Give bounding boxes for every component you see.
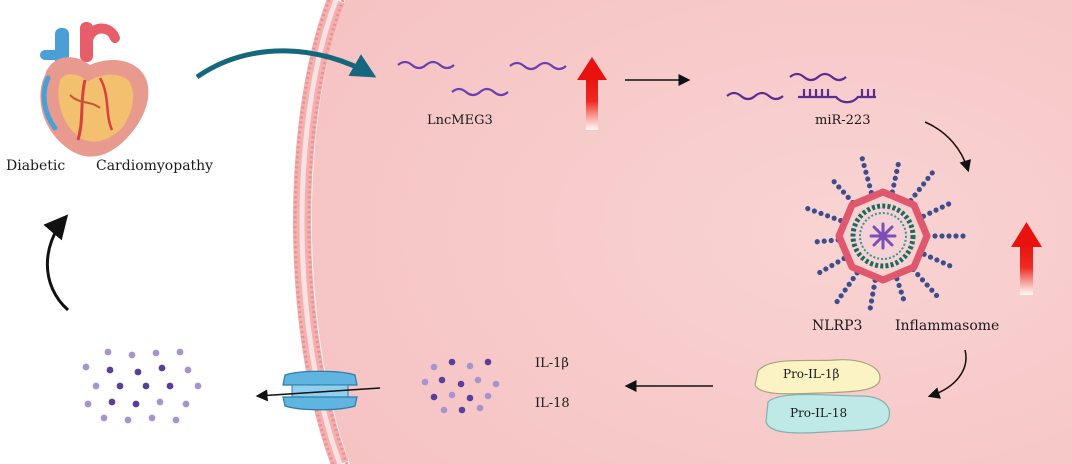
- pro-il18-blob: [765, 393, 890, 434]
- arrow-feedback: [43, 214, 69, 312]
- cytokine-cluster-icon: [82, 348, 202, 424]
- label-mir223: miR-223: [815, 113, 871, 128]
- label-il1b: IL-1β: [535, 356, 569, 371]
- label-pro-il1b: Pro-IL-1β: [783, 367, 840, 381]
- label-nlrp3: NLRP3: [812, 318, 863, 334]
- lncmeg3-rna-icon: [397, 60, 567, 97]
- arrow-nlrp3-to-proil: [927, 349, 967, 399]
- entry-arrow: [195, 48, 377, 80]
- label-diabetic: Diabetic: [6, 158, 66, 174]
- up-arrow-icon: [577, 57, 607, 130]
- ion-channel-icon: [282, 370, 358, 411]
- mir223-icon: [726, 72, 876, 104]
- arrow-secretion: [255, 387, 381, 402]
- cytokine-cluster-icon: [421, 358, 500, 414]
- arrow-mir-to-nlrp3: [924, 121, 971, 173]
- label-lncmeg3: LncMEG3: [427, 113, 493, 128]
- heart-icon: [40, 22, 149, 157]
- label-il18: IL-18: [535, 396, 570, 411]
- label-cardiomyopathy: Cardiomyopathy: [96, 158, 214, 174]
- up-arrow-icon: [1011, 222, 1042, 295]
- inflammasome-icon: [805, 156, 966, 311]
- label-pro-il18: Pro-IL-18: [790, 406, 848, 420]
- label-inflammasome: Inflammasome: [895, 318, 1000, 334]
- pro-il1b-blob: [754, 359, 881, 395]
- cell-interior: [311, 0, 1072, 464]
